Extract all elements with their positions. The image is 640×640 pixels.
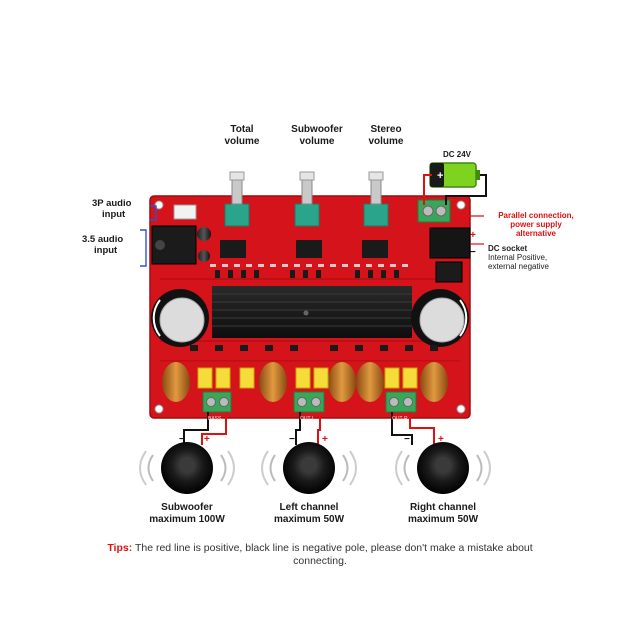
output-section-right [384, 362, 448, 413]
capacitor-right [411, 289, 469, 347]
3p-audio-connector [173, 204, 197, 220]
svg-text:OUT-R: OUT-R [392, 416, 408, 422]
battery-icon: + [429, 162, 480, 188]
speaker-right-channel [395, 442, 491, 494]
minus-sign: − [404, 434, 410, 445]
potentiometer-subwoofer-volume [294, 171, 320, 227]
mount-hole [154, 200, 164, 210]
speaker-left-channel [261, 442, 357, 494]
speaker-subwoofer [139, 442, 235, 494]
potentiometer-stereo-volume [363, 171, 389, 227]
output-section-left [162, 362, 287, 413]
output-section-middle [293, 362, 384, 413]
plus-sign: + [322, 434, 328, 445]
svg-text:+: + [437, 170, 443, 182]
svg-text:BASS: BASS [208, 416, 222, 422]
label-dc-socket: DC socket Internal Positive, external ne… [488, 244, 549, 271]
mount-hole [456, 404, 466, 414]
plus-sign: + [204, 434, 210, 445]
label-dc-24v: DC 24V [442, 150, 471, 159]
tips-prefix: Tips: [107, 542, 133, 554]
minus-sign: − [470, 247, 476, 258]
minus-sign: − [289, 434, 295, 445]
tips-note: Tips: The red line is positive, black li… [100, 542, 540, 568]
mount-hole [456, 200, 466, 210]
mount-hole [154, 404, 164, 414]
potentiometer-total-volume [224, 171, 250, 227]
capacitor-left [151, 289, 209, 347]
dc-socket [429, 227, 471, 259]
svg-text:OUT-L: OUT-L [300, 416, 315, 422]
plus-sign: + [470, 230, 476, 241]
power-terminal [417, 199, 451, 223]
tips-text: The red line is positive, black line is … [132, 542, 533, 567]
minus-sign: − [179, 434, 185, 445]
plus-sign: + [438, 434, 444, 445]
heatsink [212, 286, 412, 338]
